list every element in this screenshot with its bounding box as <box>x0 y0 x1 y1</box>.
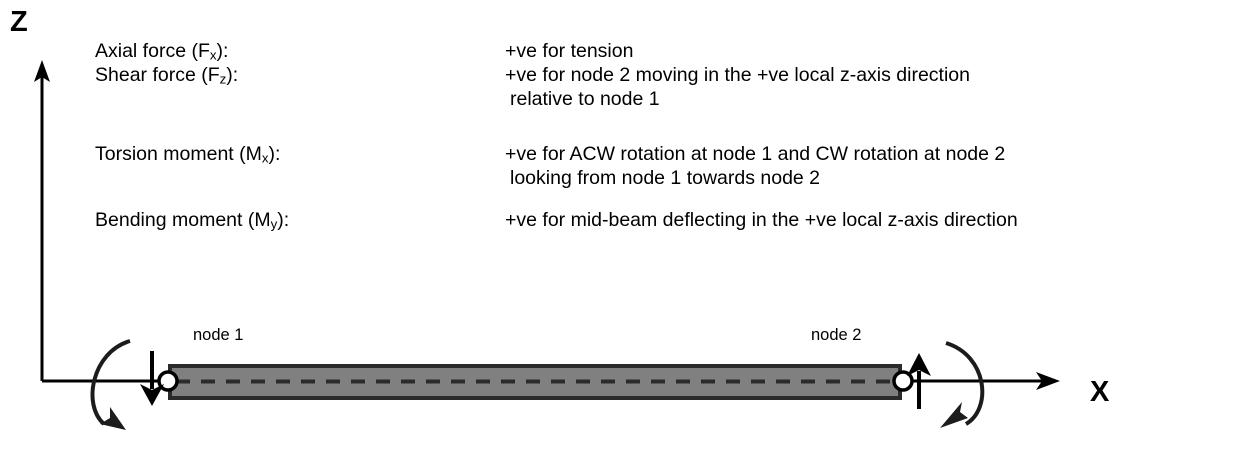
node-2-moment-arc <box>940 341 985 428</box>
z-axis-label: Z <box>10 6 28 38</box>
legend-label-shear-force: Shear force (Fz): <box>95 64 238 88</box>
legend-value-shear-force: +ve for node 2 moving in the +ve local z… <box>505 64 971 86</box>
legend-label-axial-force-tail: ): <box>216 40 229 62</box>
legend-label-shear-force-text: Shear force (F <box>95 64 220 86</box>
node-1-shear-arrow <box>140 351 164 406</box>
legend-label-bending-moment-subscript: y <box>270 216 278 232</box>
node-2-shear-arrow <box>907 353 931 409</box>
node-1-moment-arc <box>90 339 131 430</box>
legend-label-shear-force-subscript: z <box>219 71 227 87</box>
node-1-label: node 1 <box>193 326 244 344</box>
legend-value-torsion-moment: +ve for ACW rotation at node 1 and CW ro… <box>505 143 1006 165</box>
x-axis-arrowhead <box>1036 372 1060 390</box>
z-axis <box>34 60 50 381</box>
legend-label-axial-force-subscript: x <box>209 47 217 63</box>
z-axis-arrowhead <box>34 60 50 82</box>
legend-value-shear-force-continued: relative to node 1 <box>510 88 660 110</box>
legend-label-torsion-moment-subscript: x <box>261 150 269 166</box>
legend-value-torsion-moment-continued: looking from node 1 towards node 2 <box>510 167 821 189</box>
node-1-marker <box>157 370 179 392</box>
x-axis-label: X <box>1090 376 1110 408</box>
node-2-marker <box>892 370 914 392</box>
legend-value-axial-force: +ve for tension <box>505 40 634 62</box>
legend-label-torsion-moment: Torsion moment (Mx): <box>95 143 280 167</box>
legend-label-axial-force-text: Axial force (F <box>95 40 210 62</box>
legend-value-bending-moment: +ve for mid-beam deflecting in the +ve l… <box>505 209 1018 231</box>
legend-label-bending-moment-tail: ): <box>277 209 290 231</box>
legend-label-axial-force: Axial force (Fx): <box>95 40 228 64</box>
node-2-label: node 2 <box>811 326 862 344</box>
legend-label-torsion-moment-text: Torsion moment (M <box>95 143 262 165</box>
legend-label-torsion-moment-tail: ): <box>268 143 281 165</box>
legend-label-shear-force-tail: ): <box>226 64 239 86</box>
legend-label-bending-moment-text: Bending moment (M <box>95 209 271 231</box>
legend-label-bending-moment: Bending moment (My): <box>95 209 289 233</box>
